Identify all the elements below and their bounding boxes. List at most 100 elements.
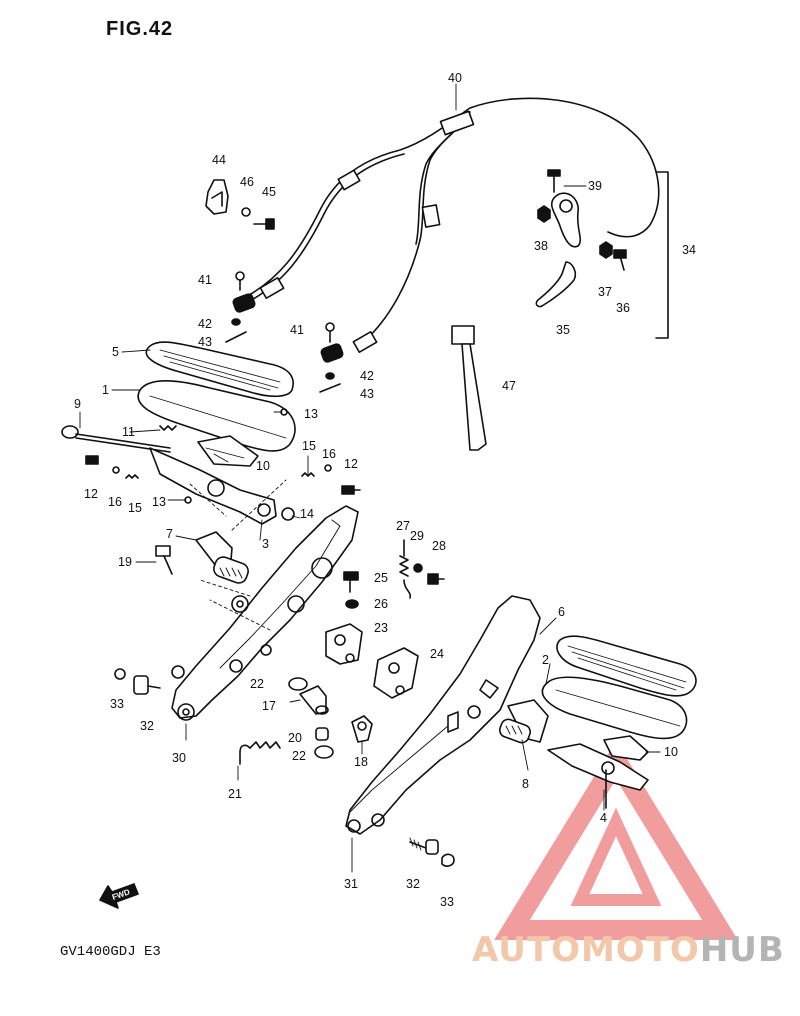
callout-29: 29	[410, 529, 424, 543]
callout-9: 9	[74, 397, 81, 411]
pin-43a	[225, 331, 247, 343]
screw-12a	[341, 485, 361, 495]
clamp-44	[205, 179, 229, 215]
model-code: GV1400GDJ E3	[60, 944, 161, 960]
callout-20: 20	[288, 731, 302, 745]
floorboard-1	[137, 379, 296, 452]
ring-22b	[314, 745, 334, 759]
callout-26: 26	[374, 597, 388, 611]
cable-end-41a	[232, 271, 256, 313]
hinge-8	[498, 699, 549, 744]
callout-40: 40	[448, 71, 462, 85]
callout-22b: 22	[292, 749, 306, 763]
callout-21: 21	[228, 787, 242, 801]
callout-6: 6	[558, 605, 565, 619]
cable-40	[239, 97, 660, 353]
watermark-text: AUTOMOTOHUB	[472, 930, 785, 970]
link-18	[351, 715, 373, 743]
holder-4	[547, 743, 649, 809]
watermark-text-part1: AUTOMOTO	[472, 930, 700, 970]
screw-39	[547, 169, 561, 193]
callout-47: 47	[502, 379, 516, 393]
strap-47	[451, 325, 487, 451]
callout-33b: 33	[440, 895, 454, 909]
callout-12b: 12	[84, 487, 98, 501]
bolt-32a	[133, 675, 161, 695]
bolt-28	[427, 573, 445, 585]
mat-6	[556, 635, 697, 697]
callout-28: 28	[432, 539, 446, 553]
callout-32a: 32	[140, 719, 154, 733]
callout-44: 44	[212, 153, 226, 167]
callout-25: 25	[374, 571, 388, 585]
callout-43b: 43	[360, 387, 374, 401]
frame-31	[345, 595, 541, 835]
mat-5	[145, 341, 294, 398]
callout-13a: 13	[304, 407, 318, 421]
callout-32b: 32	[406, 877, 420, 891]
callout-1: 1	[102, 383, 109, 397]
callout-41b: 41	[290, 323, 304, 337]
frame-30	[171, 505, 359, 721]
screw-45	[253, 218, 275, 230]
callout-23: 23	[374, 621, 388, 635]
link-17	[299, 685, 329, 715]
callout-labels: 40 39 34 38 37 36 35 44 46 45 41 42 43 4…	[74, 71, 696, 909]
fwd-arrow-icon	[99, 883, 139, 909]
callout-34: 34	[682, 243, 696, 257]
nut-14	[281, 507, 295, 521]
callout-5: 5	[112, 345, 119, 359]
cable-end-41b	[320, 322, 344, 363]
watermark-logo	[494, 740, 738, 940]
callout-2: 2	[542, 653, 549, 667]
spring-27	[399, 539, 412, 599]
bracket-line-34	[655, 171, 669, 339]
pin-9	[61, 425, 171, 453]
callout-31: 31	[344, 877, 358, 891]
callout-35: 35	[556, 323, 570, 337]
ball-16a	[324, 464, 332, 472]
callout-15b: 15	[128, 501, 142, 515]
nut-38	[537, 205, 551, 223]
callout-46: 46	[240, 175, 254, 189]
callout-10a: 10	[256, 459, 270, 473]
callout-4: 4	[600, 811, 607, 825]
bracket-23	[325, 623, 363, 665]
callout-30: 30	[172, 751, 186, 765]
callout-12a: 12	[344, 457, 358, 471]
figure-title: FIG.42	[106, 18, 174, 40]
lever-holder-35	[551, 192, 582, 248]
callout-14: 14	[300, 507, 314, 521]
callout-45: 45	[262, 185, 276, 199]
cap-33b	[441, 853, 455, 867]
pin-43b	[319, 383, 341, 393]
nut-42b	[325, 372, 335, 380]
callout-33a: 33	[110, 697, 124, 711]
callout-22a: 22	[250, 677, 264, 691]
spring-11	[159, 425, 177, 431]
callout-3: 3	[262, 537, 269, 551]
callout-42a: 42	[198, 317, 212, 331]
bolt-25	[343, 571, 359, 593]
screw-12b	[85, 455, 99, 465]
callout-27: 27	[396, 519, 410, 533]
spring-21	[239, 741, 281, 765]
nut-29	[413, 563, 423, 573]
callout-41a: 41	[198, 273, 212, 287]
watermark-text-part2: HUB	[699, 930, 785, 970]
washer-46	[241, 207, 251, 217]
washer-26	[345, 599, 359, 609]
nut-37	[599, 241, 613, 259]
bracket-24	[373, 647, 419, 699]
ball-16b	[112, 466, 120, 474]
bolt-19	[155, 545, 173, 575]
callout-18: 18	[354, 755, 368, 769]
callout-16b: 16	[108, 495, 122, 509]
callout-8: 8	[522, 777, 529, 791]
callout-17: 17	[262, 699, 276, 713]
collar-20	[315, 727, 329, 741]
spring-15b	[125, 474, 139, 479]
floorboard-2	[541, 676, 688, 740]
callout-7: 7	[166, 527, 173, 541]
